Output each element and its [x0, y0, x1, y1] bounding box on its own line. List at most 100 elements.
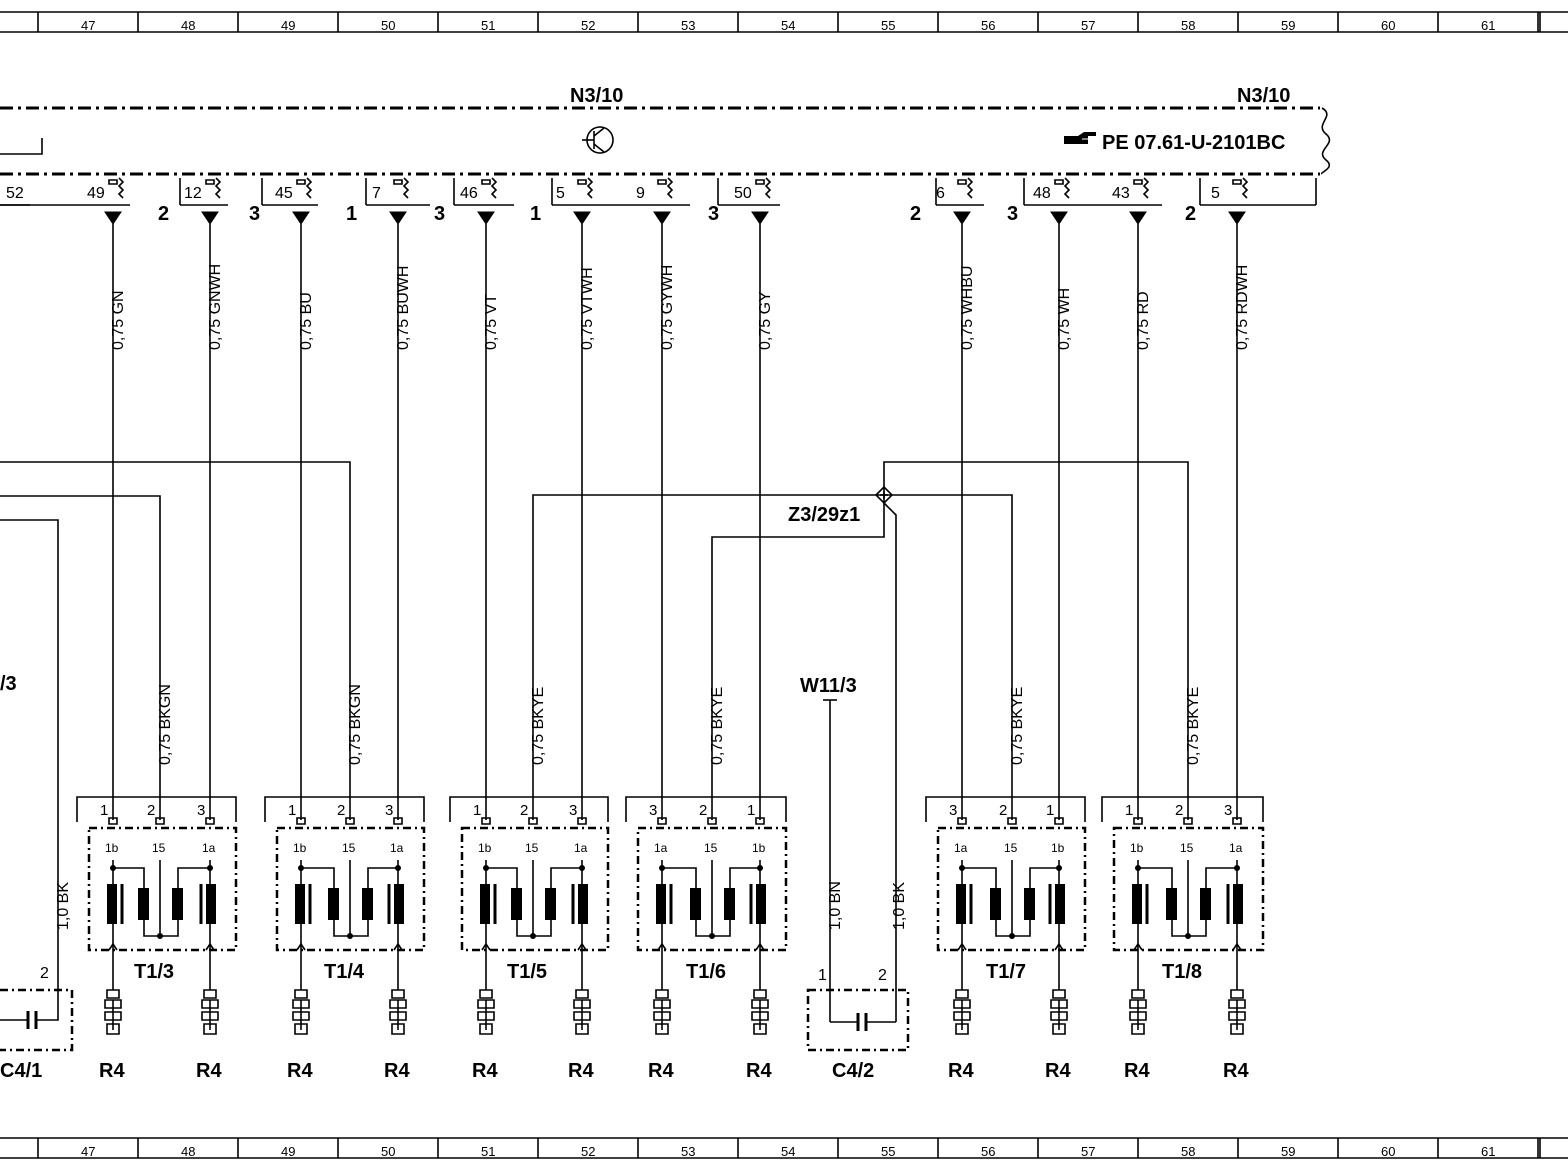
twist-pair-number: 3: [249, 203, 260, 225]
ecu-name-right: N3/10: [1237, 85, 1290, 107]
spark-plug-r4: R4: [196, 942, 222, 1082]
coil-terminal-label: 1a: [574, 841, 588, 855]
spark-plug-body: [292, 989, 310, 1035]
ground-wire-label: 0,75 BKYE: [709, 687, 726, 765]
coil-pin-number: 2: [1175, 802, 1183, 819]
coil-pin-number: 1: [1046, 802, 1054, 819]
coil-pin-number: 1: [473, 802, 481, 819]
coil-primary: [511, 888, 522, 920]
transistor-icon: [582, 126, 614, 154]
coil-pin-terminal: [957, 817, 967, 825]
hv-terminal: [108, 942, 118, 951]
left-partial-label: /3: [0, 673, 17, 695]
wire-label: 0,75 WH: [1056, 288, 1073, 350]
twist-pair-number: 1: [530, 203, 541, 225]
wire-label: 0,75 BUWH: [395, 266, 412, 350]
ecu-n3-10: N3/10 N3/10 PE 07.61-U-2101BC 52: [0, 85, 1331, 206]
coil-secondary: [1233, 884, 1243, 924]
coil-label: T1/3: [134, 961, 174, 983]
coil-body: [1112, 826, 1265, 952]
coil-terminal-label: 1a: [202, 841, 216, 855]
coil-pin-terminal: [657, 817, 667, 825]
coil-label: T1/5: [507, 961, 547, 983]
coil-pin-number: 2: [147, 802, 155, 819]
ground-wire-label: 0,75 BKGN: [347, 684, 364, 765]
coil-wire: [1138, 867, 1173, 888]
pin-arrow: [389, 211, 407, 225]
ecu-pin-48: 483: [1007, 177, 1071, 225]
coil-secondary: [107, 884, 117, 924]
coil-label: T1/4: [324, 961, 365, 983]
ground-wire-label: 0,75 BKYE: [1185, 687, 1202, 765]
coil-body: [460, 826, 610, 952]
pin-terminal: [296, 179, 306, 185]
hv-terminal: [1133, 942, 1143, 951]
wire-label: 0,75 VT: [483, 294, 500, 350]
coil-terminal-label: 15: [1004, 841, 1018, 855]
ruler-label: 47: [81, 1144, 95, 1159]
spark-plug-r4: R4: [568, 942, 594, 1082]
pin-spring: [1063, 177, 1071, 199]
ruler-label: 50: [381, 1144, 395, 1159]
ecu-pin-number: 45: [275, 185, 293, 202]
coil-terminal-label: 1b: [752, 841, 766, 855]
coil-secondary: [1132, 884, 1142, 924]
ruler-label: 58: [1181, 1144, 1195, 1159]
spark-plug-r4: R4: [384, 942, 410, 1082]
pin-spring: [586, 177, 594, 199]
spark-plug-label: R4: [384, 1060, 410, 1082]
coil-wire: [695, 920, 731, 937]
coil-primary: [1200, 888, 1211, 920]
ruler-label: 59: [1281, 1144, 1295, 1159]
pin-terminal: [1232, 179, 1242, 185]
coil-pin-number: 1: [288, 802, 296, 819]
ecu-pin-50: 503: [708, 177, 772, 225]
pin-terminal: [1054, 179, 1064, 185]
coil-terminal-label: 15: [704, 841, 718, 855]
splice-z3-29z1: Z3/29z1: [788, 485, 894, 526]
ruler-label: 54: [781, 18, 795, 33]
coil-pin-number: 2: [999, 802, 1007, 819]
coil-terminal-label: 1b: [1051, 841, 1065, 855]
pin-terminal: [393, 179, 403, 185]
pointing-hand-icon: [1064, 132, 1096, 144]
spark-plug-label: R4: [99, 1060, 125, 1082]
ground-wire-label: 0,75 BKGN: [157, 684, 174, 765]
ruler-label: 49: [281, 1144, 295, 1159]
ecu-pin-number: 50: [734, 185, 752, 202]
ruler-label: 58: [1181, 18, 1195, 33]
ecu-pin-number: 43: [1112, 185, 1130, 202]
pin-spring: [490, 177, 498, 199]
shield-label: W11/3: [800, 675, 857, 697]
coil-connector-frame: [925, 796, 1086, 822]
coil-body: [87, 826, 238, 952]
pin-arrow: [1228, 211, 1246, 225]
spark-plug-body: [751, 989, 769, 1035]
pin-spring: [966, 177, 974, 199]
coil-pin-number: 1: [100, 802, 108, 819]
ruler-label: 57: [1081, 18, 1095, 33]
coil-terminal-label: 1a: [390, 841, 404, 855]
coil-wire: [729, 867, 760, 888]
coil-body: [936, 826, 1087, 952]
pin-arrow: [104, 211, 122, 225]
spark-plug-body: [104, 989, 122, 1035]
ruler-label: 48: [181, 1144, 195, 1159]
pin-spring: [666, 177, 674, 199]
coil-secondary: [756, 884, 766, 924]
spark-plug-body: [201, 989, 219, 1035]
coil-wire: [143, 920, 179, 937]
spark-plug-r4: R4: [1045, 942, 1071, 1082]
coil-label: T1/7: [986, 961, 1026, 983]
ruler-label: 61: [1481, 18, 1495, 33]
c4-2-pin-1: 1: [818, 967, 827, 984]
wire-label: 0,75 RDWH: [1234, 265, 1251, 350]
pin-spring: [1142, 177, 1150, 199]
ruler-label: 53: [681, 1144, 695, 1159]
pin-arrow: [477, 211, 495, 225]
coil-wire: [301, 867, 335, 888]
pin-terminal: [755, 179, 765, 185]
spark-plug-body: [477, 989, 495, 1035]
